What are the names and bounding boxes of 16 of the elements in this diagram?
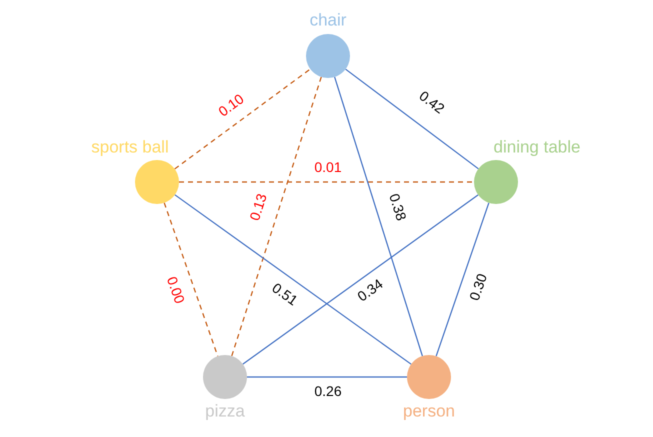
line: [334, 76, 423, 356]
edge-label: 0.26: [313, 384, 343, 398]
node-label: dining table: [494, 138, 580, 156]
line: [242, 194, 478, 365]
node-label: person: [403, 402, 455, 420]
edge-label: 0.01: [313, 160, 343, 174]
node-label: chair: [310, 12, 346, 28]
dashed-line: [164, 202, 218, 356]
line: [345, 68, 479, 170]
line: [436, 202, 490, 356]
line: [247, 376, 407, 378]
dashed-line: [231, 76, 322, 356]
line: [174, 194, 412, 365]
dashed-line: [179, 181, 474, 183]
node-label: sports ball: [91, 138, 169, 156]
dashed-line: [174, 68, 311, 170]
